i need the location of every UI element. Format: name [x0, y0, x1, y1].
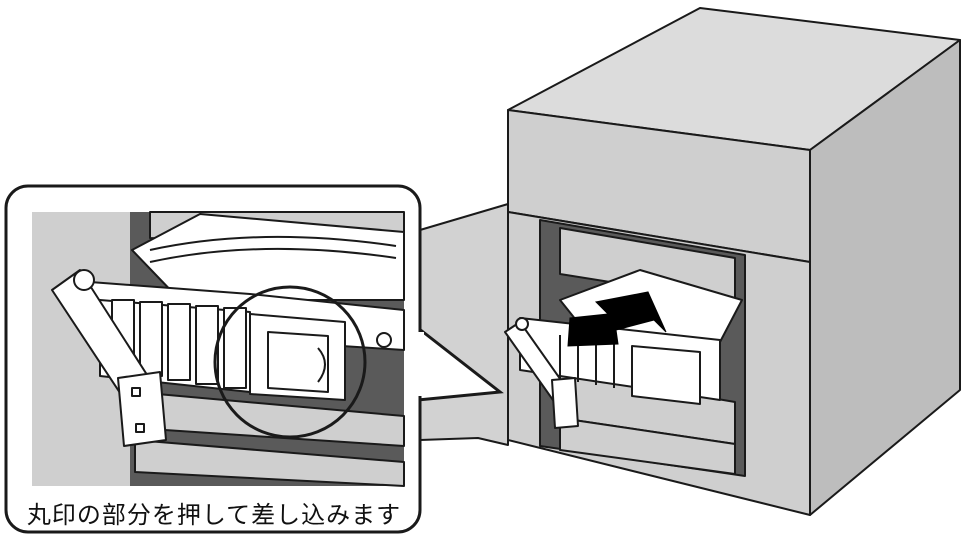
instruction-caption: 丸印の部分を押して差し込みます [26, 500, 402, 529]
tray-vent-columns [111, 299, 247, 389]
tray-screw-icon [376, 332, 392, 348]
press-point-circle [213, 285, 367, 439]
closeup-callout [4, 184, 504, 534]
tray-latch-small [631, 345, 701, 405]
enclosure-door-panel [419, 203, 509, 446]
tray-handle-closeup [117, 371, 167, 447]
tray-handle-small [551, 377, 579, 429]
tray-pivot-closeup [73, 269, 95, 291]
insert-direction-arrow-icon [567, 291, 667, 347]
closeup-lower-slot-2 [134, 439, 405, 487]
nas-enclosure [419, 7, 961, 516]
closeup-scene [32, 211, 405, 487]
bay-slot-4 [559, 417, 736, 475]
tray-pivot-small [515, 317, 529, 331]
